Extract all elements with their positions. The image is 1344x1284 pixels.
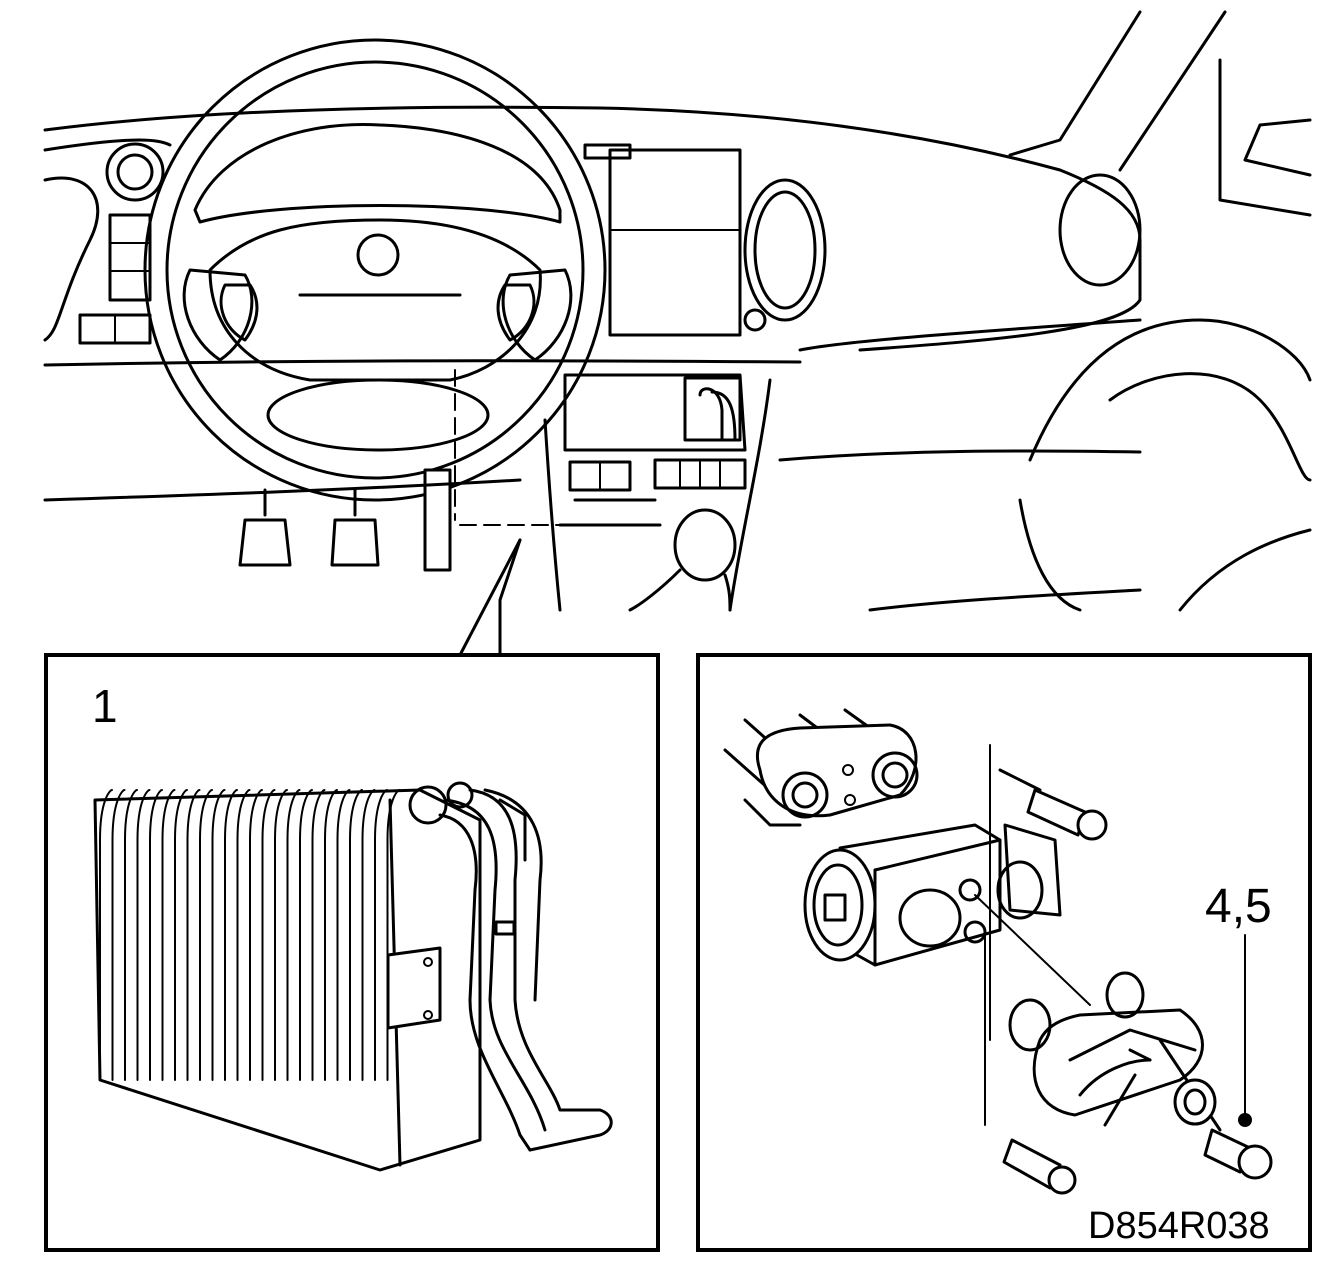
fin-line (211, 789, 226, 1081)
evaporator-detail-panel: 1 (44, 653, 660, 1252)
fin-line (199, 789, 213, 1081)
evaporator-fins (99, 789, 401, 1081)
fin-line (374, 789, 388, 1081)
fin-line (324, 789, 338, 1081)
torque-value-label: 4,5 (1205, 880, 1272, 933)
fin-line (136, 789, 151, 1081)
fin-line (361, 789, 376, 1081)
fin-line (261, 789, 276, 1081)
fin-line (349, 789, 363, 1081)
fin-line (149, 789, 163, 1081)
fin-line (274, 789, 288, 1081)
fin-line (186, 789, 201, 1081)
fin-line (224, 789, 238, 1081)
fin-line (99, 789, 113, 1081)
fin-line (311, 789, 326, 1081)
dashboard-illustration (43, 10, 1312, 657)
fin-line (286, 789, 301, 1081)
fin-line (174, 789, 188, 1081)
fin-line (111, 789, 126, 1081)
fin-line (299, 789, 313, 1081)
fin-line (124, 789, 138, 1081)
fin-line (161, 789, 176, 1081)
callout-dot (1238, 1113, 1252, 1127)
fin-line (386, 789, 401, 1081)
drawing-code-label: D854R038 (1088, 1205, 1270, 1247)
panel-number-label: 1 (92, 680, 118, 732)
expansion-valve-detail-panel: 4,5 D854R038 (696, 653, 1312, 1252)
fin-line (249, 789, 263, 1081)
fin-line (236, 789, 251, 1081)
fin-line (336, 789, 351, 1081)
